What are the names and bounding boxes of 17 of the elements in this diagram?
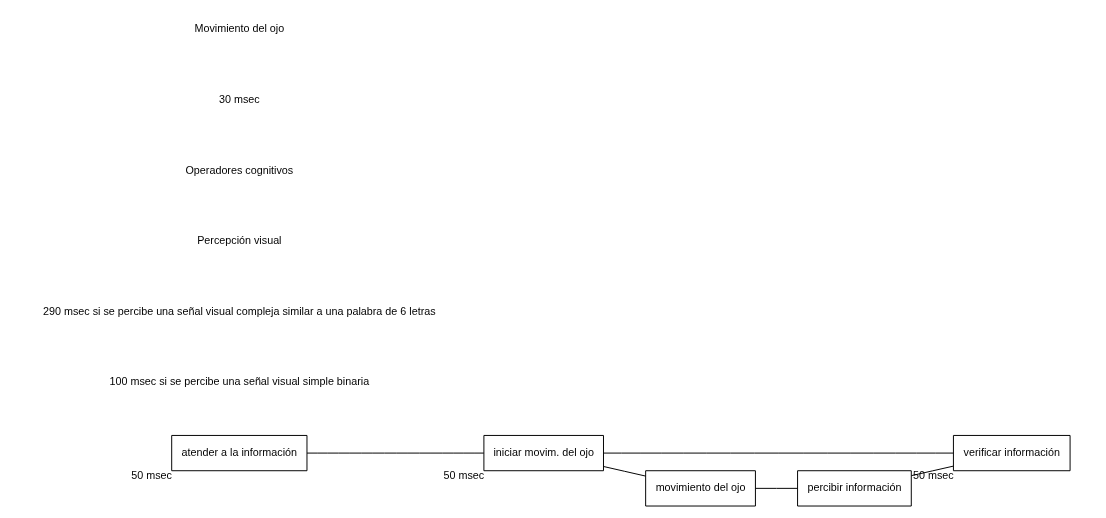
node-box: movimiento del ojo bbox=[644, 470, 756, 507]
label: Operadores cognitivos bbox=[184, 163, 293, 176]
label: 290 msec si se percibe una señal visual compleja similar a una palabra de 6 letras bbox=[42, 304, 436, 317]
node-box: atender a la información bbox=[170, 434, 307, 472]
label: 100 msec si se percibe una señal visual simple binaria bbox=[108, 375, 369, 388]
connector bbox=[754, 487, 798, 489]
node-box: percibir información bbox=[796, 470, 912, 507]
node-box: verificar información bbox=[952, 434, 1071, 472]
node-label: 50 msec bbox=[130, 469, 172, 482]
node-label: 50 msec bbox=[442, 469, 484, 482]
connector bbox=[306, 452, 484, 454]
label: Movimiento del ojo bbox=[193, 22, 284, 35]
label: 30 msec bbox=[218, 92, 260, 105]
connector bbox=[602, 466, 646, 477]
connector bbox=[602, 452, 954, 454]
node-box: iniciar movim. del ojo bbox=[482, 434, 604, 472]
label: Percepción visual bbox=[196, 234, 282, 247]
